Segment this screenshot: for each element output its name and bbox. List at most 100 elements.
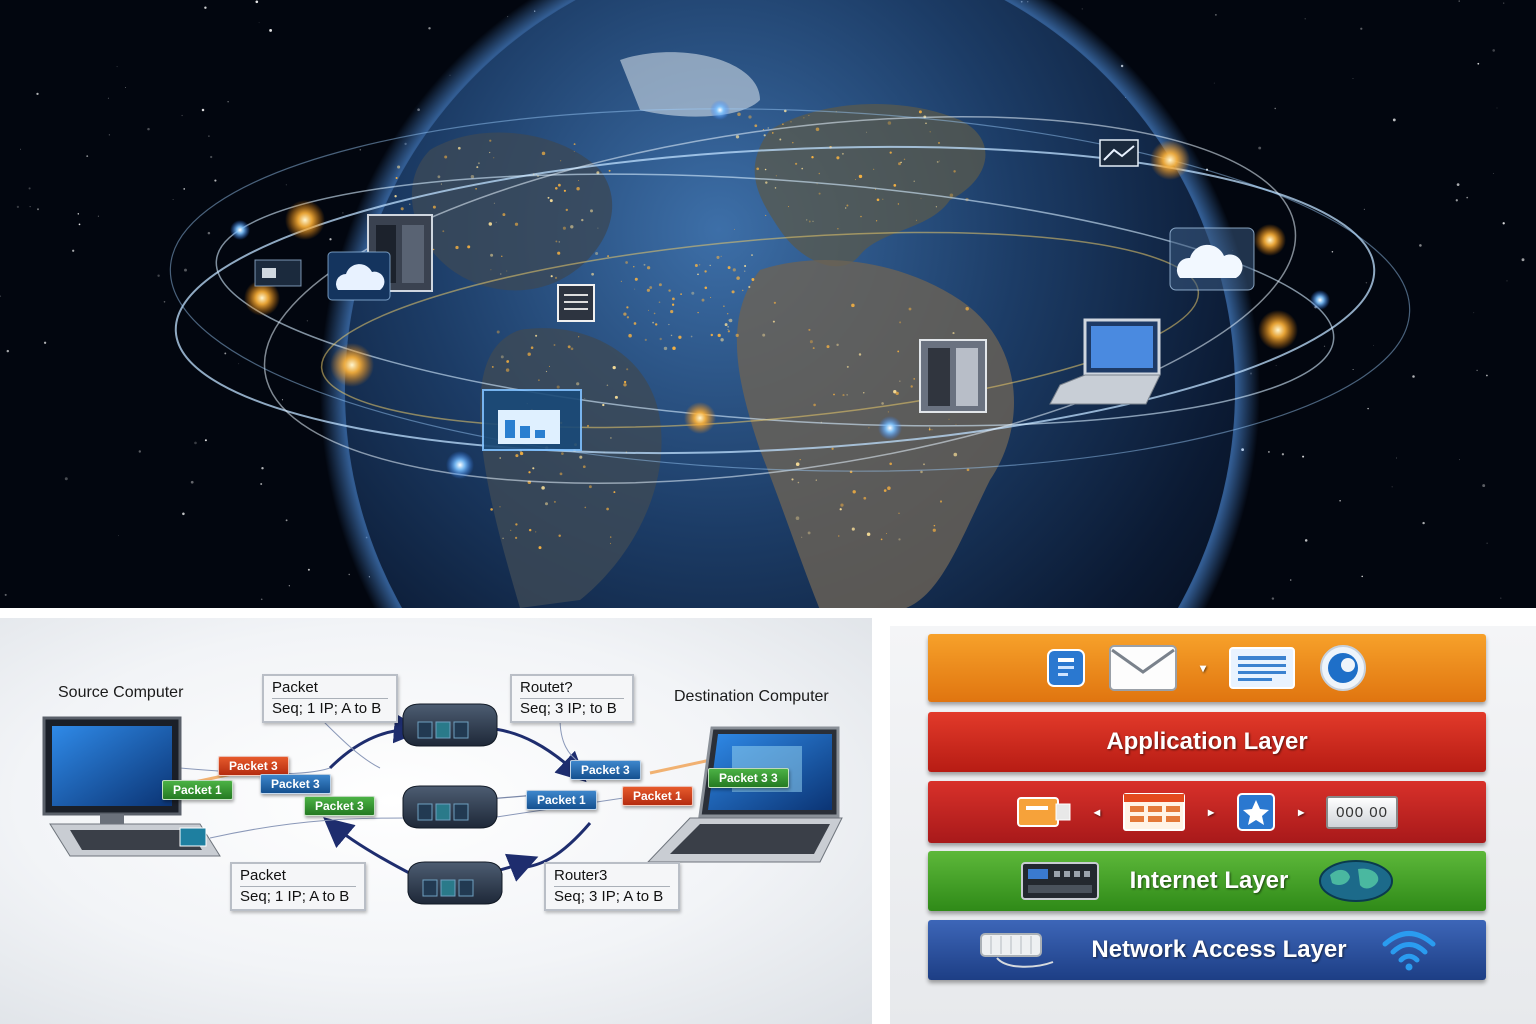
- internet-layer: Internet Layer: [928, 851, 1486, 911]
- city-light: [614, 395, 618, 399]
- star: [214, 179, 217, 182]
- city-light: [709, 264, 711, 267]
- star: [1361, 575, 1363, 578]
- city-light: [576, 382, 580, 386]
- city-light: [887, 486, 891, 490]
- city-light: [590, 209, 593, 213]
- star: [258, 22, 260, 24]
- star: [116, 66, 118, 68]
- city-light: [704, 286, 708, 290]
- city-light: [756, 167, 760, 171]
- city-light: [573, 143, 576, 146]
- star: [184, 268, 187, 272]
- city-light: [610, 437, 612, 439]
- city-light: [863, 496, 867, 500]
- star: [1367, 407, 1369, 410]
- laptop-icon: [1049, 318, 1161, 405]
- star: [118, 535, 119, 537]
- city-light: [842, 394, 845, 397]
- routing-star-icon: [1237, 793, 1276, 831]
- city-light: [803, 117, 805, 119]
- star: [1521, 258, 1525, 262]
- star: [342, 212, 344, 214]
- router-middle: [402, 785, 498, 829]
- star: [194, 441, 197, 445]
- city-light: [727, 266, 731, 270]
- city-light: [724, 323, 728, 327]
- city-light: [519, 451, 524, 456]
- star: [1258, 146, 1262, 150]
- star: [1215, 14, 1217, 16]
- city-light: [470, 174, 475, 179]
- city-light: [499, 506, 501, 508]
- star: [208, 135, 210, 137]
- star: [1304, 18, 1306, 20]
- city-light: [928, 428, 931, 431]
- city-light: [845, 207, 847, 209]
- star: [227, 101, 229, 103]
- city-light: [493, 202, 495, 204]
- packet-chip: Packet 3: [570, 760, 641, 780]
- city-light: [623, 380, 627, 384]
- city-light: [488, 222, 493, 226]
- city-light: [541, 151, 546, 156]
- city-light: [591, 272, 594, 276]
- city-light: [863, 392, 865, 394]
- chart-card-icon: [1099, 139, 1139, 167]
- city-light: [899, 321, 902, 324]
- city-light: [898, 538, 901, 541]
- star: [1477, 62, 1480, 65]
- star: [1373, 345, 1374, 346]
- city-light: [866, 131, 868, 133]
- city-light: [849, 470, 853, 474]
- city-light: [606, 384, 609, 387]
- city-light: [510, 529, 512, 532]
- city-light: [966, 468, 970, 472]
- star: [181, 114, 183, 117]
- city-light: [658, 283, 662, 287]
- city-light: [701, 298, 705, 302]
- city-light: [555, 240, 558, 243]
- city-light: [860, 215, 862, 218]
- city-light: [764, 168, 767, 171]
- city-light: [489, 151, 491, 154]
- city-light: [929, 427, 931, 429]
- city-light: [887, 121, 892, 125]
- city-light: [570, 347, 574, 351]
- city-light: [839, 508, 842, 511]
- router-info-detail: Seq; 3 IP; to B: [520, 700, 617, 717]
- arrow-icon: ▸: [1208, 805, 1215, 819]
- star: [288, 585, 290, 587]
- city-light: [735, 135, 740, 139]
- globe-network-illustration: [0, 0, 1536, 608]
- city-light: [929, 131, 931, 133]
- city-light: [502, 213, 506, 217]
- storage-icon: [919, 339, 987, 413]
- star: [72, 249, 75, 252]
- data-table-icon: [1123, 793, 1186, 831]
- city-light: [577, 179, 580, 182]
- city-light: [609, 536, 612, 538]
- star: [260, 598, 263, 601]
- city-light: [762, 333, 766, 337]
- packet-info-box: Packet Seq; 1 IP; A to B: [262, 674, 398, 723]
- city-light: [710, 296, 712, 299]
- city-light: [620, 280, 623, 283]
- city-light: [838, 535, 840, 537]
- city-light: [808, 220, 811, 223]
- star: [172, 199, 174, 200]
- city-light: [579, 455, 583, 459]
- city-light: [467, 245, 471, 249]
- city-light: [477, 162, 480, 165]
- city-light: [897, 203, 900, 205]
- city-light: [736, 276, 740, 280]
- city-light: [801, 167, 804, 170]
- city-light: [584, 398, 586, 400]
- city-light: [633, 322, 637, 325]
- city-light: [831, 447, 834, 450]
- star: [201, 108, 205, 112]
- star: [269, 28, 273, 32]
- europe-landmass: [754, 103, 986, 267]
- star: [37, 208, 39, 211]
- city-light: [883, 489, 887, 492]
